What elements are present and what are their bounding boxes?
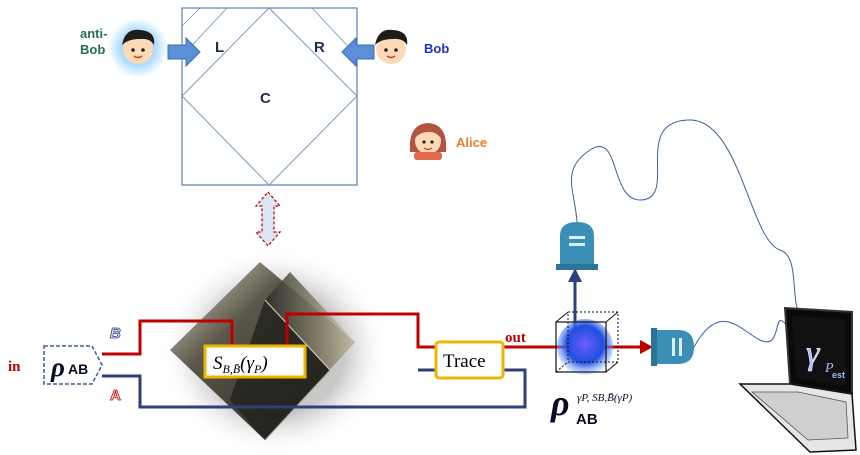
port-right-label: R: [314, 39, 325, 56]
anti-bob-label-line2: Bob: [80, 42, 105, 57]
cable-right: [693, 320, 791, 348]
anti-bob-avatar: [108, 18, 168, 78]
s-operator-box: [203, 344, 307, 379]
laptop-icon: [738, 306, 857, 453]
trace-box: [434, 340, 505, 380]
arrow-left-icon: [341, 36, 375, 68]
bob-label: Bob: [424, 41, 449, 56]
alice-label: Alice: [456, 135, 487, 150]
s-operator-label: SB,B̄(γP): [213, 353, 268, 376]
output-rho-sub: AB: [576, 411, 598, 428]
out-arrowhead-icon: [640, 340, 653, 354]
line-a: [102, 368, 527, 409]
laptop-gamma-sub-est: est: [832, 370, 845, 380]
top-detector-icon: [556, 222, 598, 270]
port-left-label: L: [215, 39, 224, 56]
right-detector-icon: [651, 328, 694, 366]
laptop-gamma-sub-p: P: [824, 361, 834, 376]
up-arrowhead-icon: [568, 268, 582, 282]
room-diamond: [181, 7, 358, 186]
line-b-label: B: [110, 325, 121, 342]
line-a-label: A: [110, 387, 121, 404]
trace-label: Trace: [443, 351, 486, 372]
output-rho-sup: γP, SB,B̄(γP): [577, 392, 633, 404]
cable-top: [571, 119, 801, 316]
alice-avatar: [409, 123, 447, 160]
equivalence-arrow-icon: [254, 191, 282, 247]
port-center-label: C: [260, 90, 271, 107]
input-rho-symbol: ρ: [50, 352, 65, 382]
input-state-box: [43, 345, 103, 385]
room-diagram: L R C: [181, 7, 358, 186]
in-label: in: [8, 359, 21, 375]
anti-bob-label-line1: anti-: [80, 26, 107, 41]
arrow-right-icon: [167, 36, 201, 68]
output-state-cube: [555, 311, 619, 375]
out-label: out: [505, 330, 526, 346]
input-rho-sub: AB: [68, 361, 88, 377]
line-b-in: [102, 319, 234, 356]
bob-avatar: [375, 29, 408, 64]
line-b-mid: [285, 312, 437, 349]
room-diag-line: [181, 7, 201, 27]
output-rho-symbol: ρ: [550, 383, 570, 423]
laptop-gamma: γ: [806, 335, 821, 372]
